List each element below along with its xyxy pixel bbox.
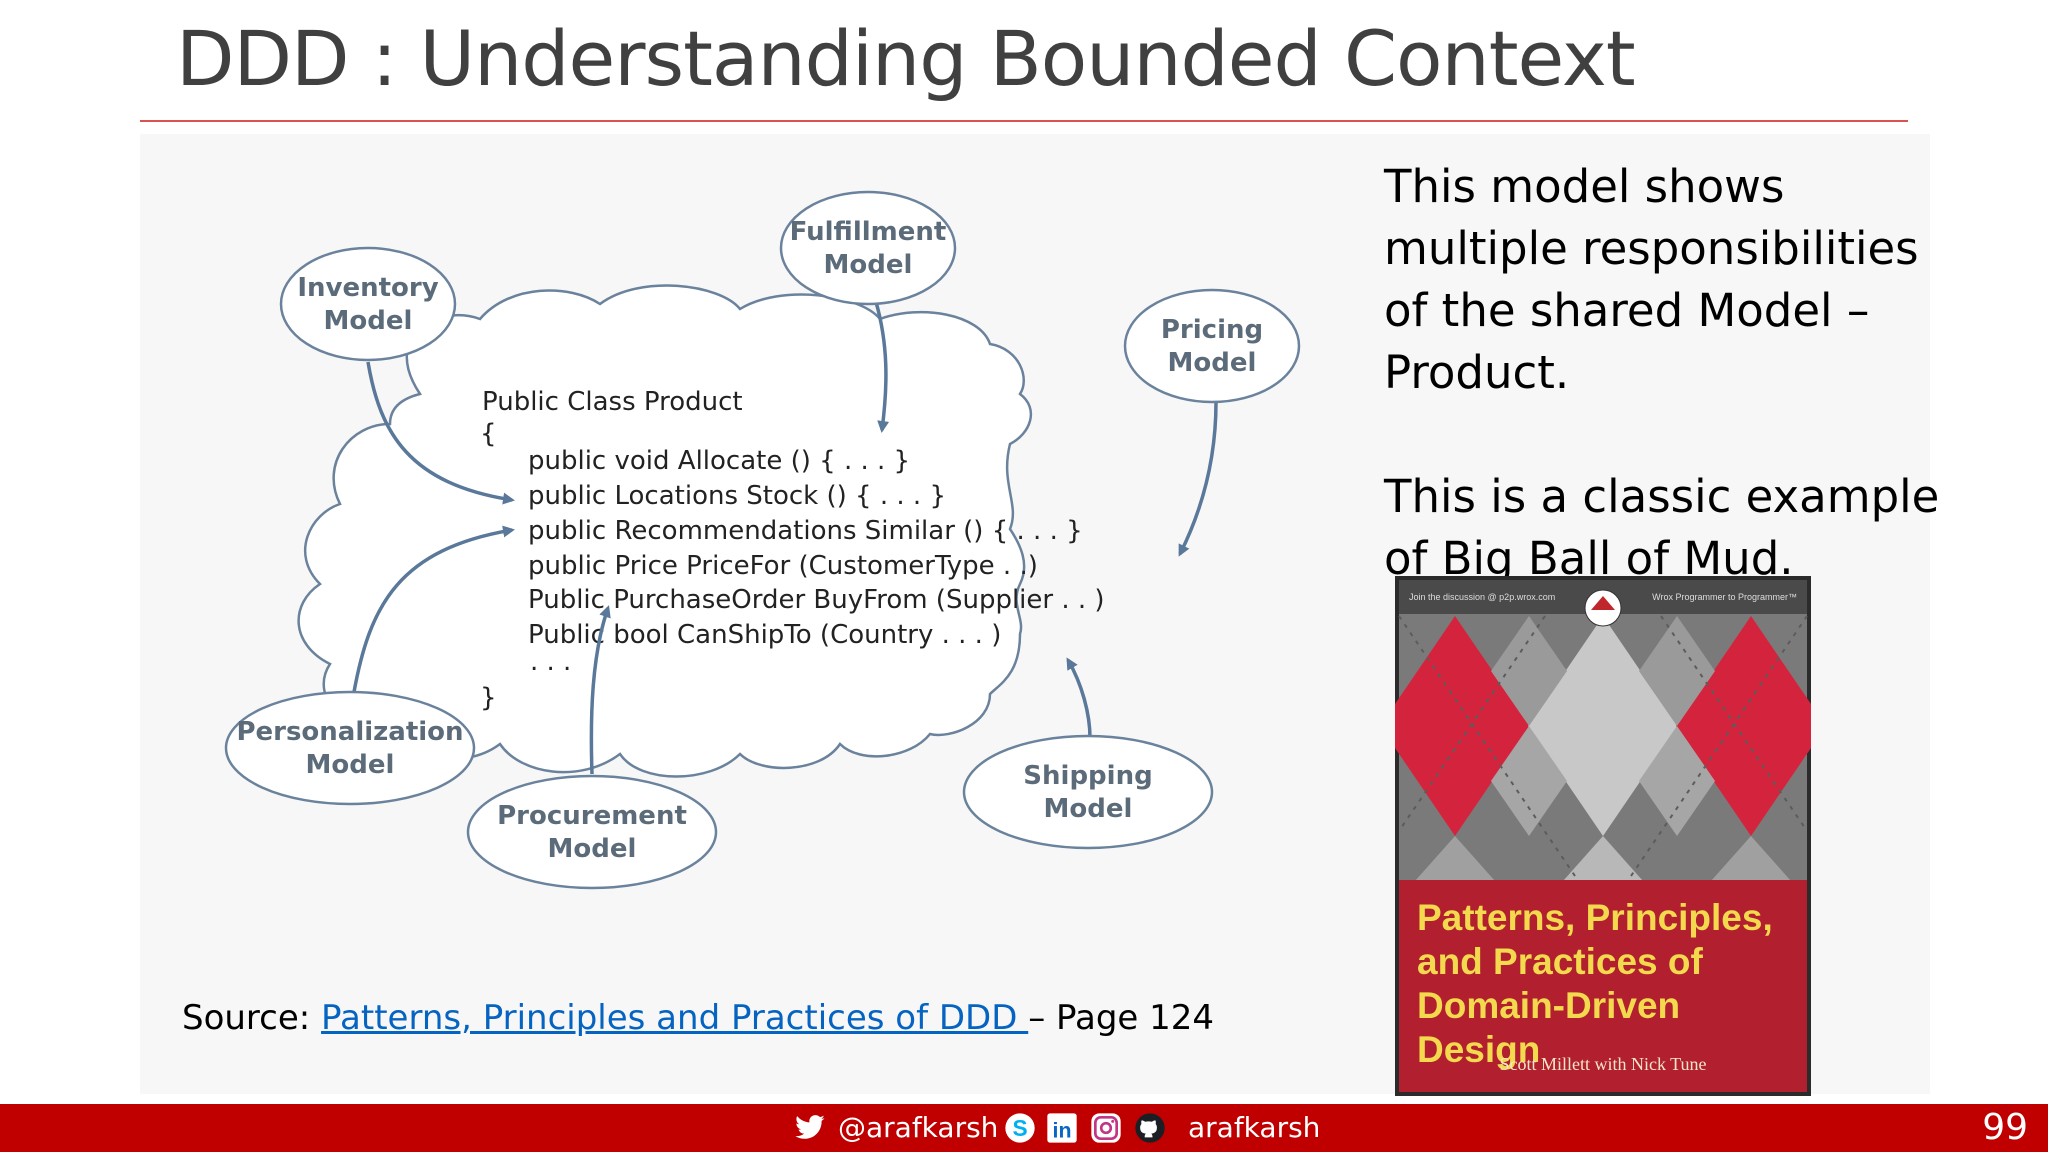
personalization-model-label-1: Personalization bbox=[236, 717, 463, 747]
linkedin-icon[interactable]: in bbox=[1046, 1112, 1078, 1144]
code-line-allocate: public void Allocate () { . . . } bbox=[528, 446, 910, 476]
procurement-model-label-1: Procurement bbox=[497, 801, 687, 831]
arrow-pricing bbox=[1178, 401, 1218, 557]
inventory-model-label-2: Model bbox=[324, 306, 413, 336]
code-line-stock: public Locations Stock () { . . . } bbox=[528, 481, 946, 511]
social-handle[interactable]: arafkarsh bbox=[1188, 1111, 1321, 1144]
book-cover-image[interactable]: Join the discussion @ p2p.wrox.com Wrox … bbox=[1395, 576, 1811, 1096]
twitter-icon[interactable] bbox=[794, 1112, 826, 1144]
source-link[interactable]: Patterns, Principles and Practices of DD… bbox=[321, 998, 1029, 1038]
arrow-inventory bbox=[366, 361, 515, 505]
book-cover-pattern bbox=[1395, 580, 1811, 1092]
twitter-handle[interactable]: @arafkarsh bbox=[838, 1111, 999, 1144]
arrow-shipping bbox=[1066, 657, 1092, 739]
pricing-model-node: Pricing Model bbox=[1123, 288, 1301, 404]
arrow-fulfillment bbox=[874, 301, 890, 433]
book-authors: Scott Millett with Nick Tune bbox=[1499, 1054, 1707, 1074]
fulfillment-model-label-1: Fulfillment bbox=[790, 217, 947, 247]
bounded-context-diagram: Public Class Product { public void Alloc… bbox=[224, 190, 1301, 890]
book-title-line-3: Domain-Driven Design bbox=[1417, 985, 1681, 1070]
book-title-line-2: and Practices of bbox=[1417, 941, 1703, 982]
source-suffix: – Page 124 bbox=[1028, 998, 1215, 1038]
procurement-model-node: Procurement Model bbox=[466, 774, 718, 890]
shipping-model-label-1: Shipping bbox=[1023, 761, 1152, 791]
arrow-personalization bbox=[352, 525, 515, 693]
inventory-model-node: Inventory Model bbox=[279, 246, 457, 362]
description-text: This model shows multiple responsibiliti… bbox=[1384, 156, 1944, 590]
footer-bar: @arafkarsh S in arafkarsh 99 bbox=[0, 1104, 2048, 1152]
github-icon[interactable] bbox=[1134, 1112, 1166, 1144]
inventory-model-label-1: Inventory bbox=[297, 273, 438, 303]
personalization-model-label-2: Model bbox=[306, 750, 395, 780]
slide-title: DDD : Understanding Bounded Context bbox=[176, 14, 1636, 103]
description-paragraph-2: This is a classic example of Big Ball of… bbox=[1384, 470, 1940, 585]
source-prefix: Source: bbox=[182, 998, 322, 1038]
code-line-pricefor: public Price PriceFor (CustomerType . .) bbox=[528, 551, 1038, 581]
shipping-model-node: Shipping Model bbox=[962, 734, 1214, 850]
skype-icon[interactable]: S bbox=[1004, 1112, 1036, 1144]
arrow-procurement bbox=[589, 605, 611, 775]
product-cloud-shape bbox=[297, 284, 1032, 778]
code-line-ellipsis: . . . bbox=[530, 647, 571, 677]
book-top-right-text: Wrox Programmer to Programmer™ bbox=[1652, 592, 1797, 602]
svg-text:S: S bbox=[1012, 1115, 1027, 1141]
procurement-model-label-2: Model bbox=[548, 834, 637, 864]
book-top-left-text: Join the discussion @ p2p.wrox.com bbox=[1409, 592, 1556, 602]
personalization-model-node: Personalization Model bbox=[224, 690, 476, 806]
code-line-similar: public Recommendations Similar () { . . … bbox=[528, 516, 1083, 546]
code-close-brace: } bbox=[480, 683, 497, 713]
fulfillment-model-node: Fulfillment Model bbox=[779, 190, 957, 306]
svg-text:in: in bbox=[1053, 1118, 1072, 1142]
page-number: 99 bbox=[1982, 1107, 2028, 1148]
pricing-model-label-2: Model bbox=[1168, 348, 1257, 378]
code-line-buyfrom: Public PurchaseOrder BuyFrom (Supplier .… bbox=[528, 585, 1105, 615]
code-line-canshipto: Public bool CanShipTo (Country . . . ) bbox=[528, 620, 1001, 650]
book-title: Patterns, Principles, and Practices of D… bbox=[1417, 896, 1807, 1072]
title-divider bbox=[140, 120, 1908, 122]
fulfillment-model-label-2: Model bbox=[824, 250, 913, 280]
shipping-model-label-2: Model bbox=[1044, 794, 1133, 824]
pricing-model-label-1: Pricing bbox=[1161, 315, 1263, 345]
description-paragraph-1: This model shows multiple responsibiliti… bbox=[1384, 160, 1919, 399]
book-title-line-1: Patterns, Principles, bbox=[1417, 897, 1773, 938]
code-open-brace: { bbox=[480, 419, 497, 449]
source-citation: Source: Patterns, Principles and Practic… bbox=[182, 998, 1214, 1038]
instagram-icon[interactable] bbox=[1090, 1112, 1122, 1144]
code-class-header: Public Class Product bbox=[482, 387, 743, 417]
